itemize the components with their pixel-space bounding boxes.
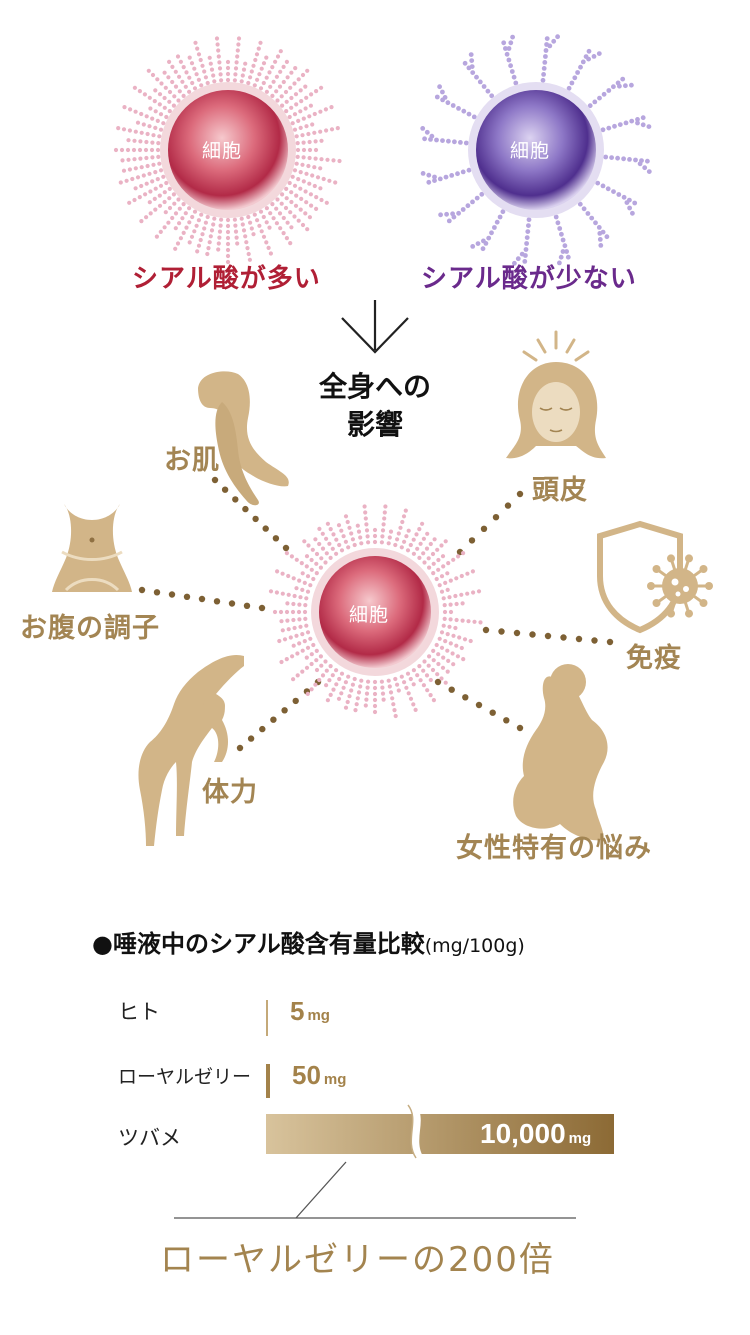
stretching-woman-icon [138,654,244,846]
cell-label-low: 細胞 [510,140,551,162]
legs-icon [198,371,289,506]
bar-royal-jelly [266,1064,270,1098]
area-skin: お肌 [164,445,220,476]
comparison-unit-note: (mg/100g) [424,935,525,957]
comparison-note: ローヤルゼリーの200倍 [160,1240,555,1280]
caption-low-sialic: シアル酸が少ない [421,264,637,294]
center-cell-label: 細胞 [349,604,390,626]
center-cell [319,556,431,668]
cell-label-high: 細胞 [202,140,243,162]
center-title-line1: 全身への [318,370,431,403]
center-title: 全身への 影響 [295,368,455,444]
bar-swallow [266,1114,614,1154]
down-arrow-icon [341,300,409,354]
area-gut: お腹の調子 [20,613,160,644]
area-scalp: 頭皮 [532,475,588,506]
annotation-bracket [174,1161,576,1219]
area-stamina: 体力 [202,777,258,808]
effects-diagram [52,300,713,846]
row-label-royal-jelly: ローヤルゼリー [118,1066,252,1088]
row-label-human: ヒト [118,1000,160,1024]
torso-icon [52,504,132,592]
cell-high-sialic [168,90,288,210]
comparison-title-text: ●唾液中のシアル酸含有量比較 [92,930,425,958]
center-title-line2: 影響 [346,408,403,441]
shield-virus-icon [597,520,713,634]
caption-high-sialic: シアル酸が多い [132,264,321,294]
center-cell-dots [268,504,483,719]
comparison-bar-chart [174,1000,614,1219]
area-immunity: 免疫 [626,643,682,674]
connector-lines [138,476,614,752]
bar-human [266,1000,268,1036]
row-label-swallow: ツバメ [118,1126,181,1150]
comparison-title: ●唾液中のシアル酸含有量比較(mg/100g) [92,924,525,959]
woman-face-icon [506,330,606,459]
area-women: 女性特有の悩み [456,833,652,864]
sialic-acid-dots-sparse [420,34,652,266]
pregnant-woman-icon [513,664,608,841]
cell-low-sialic [476,90,596,210]
cell-comparison-illustration [113,34,652,266]
axis-break-mark [407,1104,424,1159]
sialic-acid-dots-dense [113,36,342,265]
